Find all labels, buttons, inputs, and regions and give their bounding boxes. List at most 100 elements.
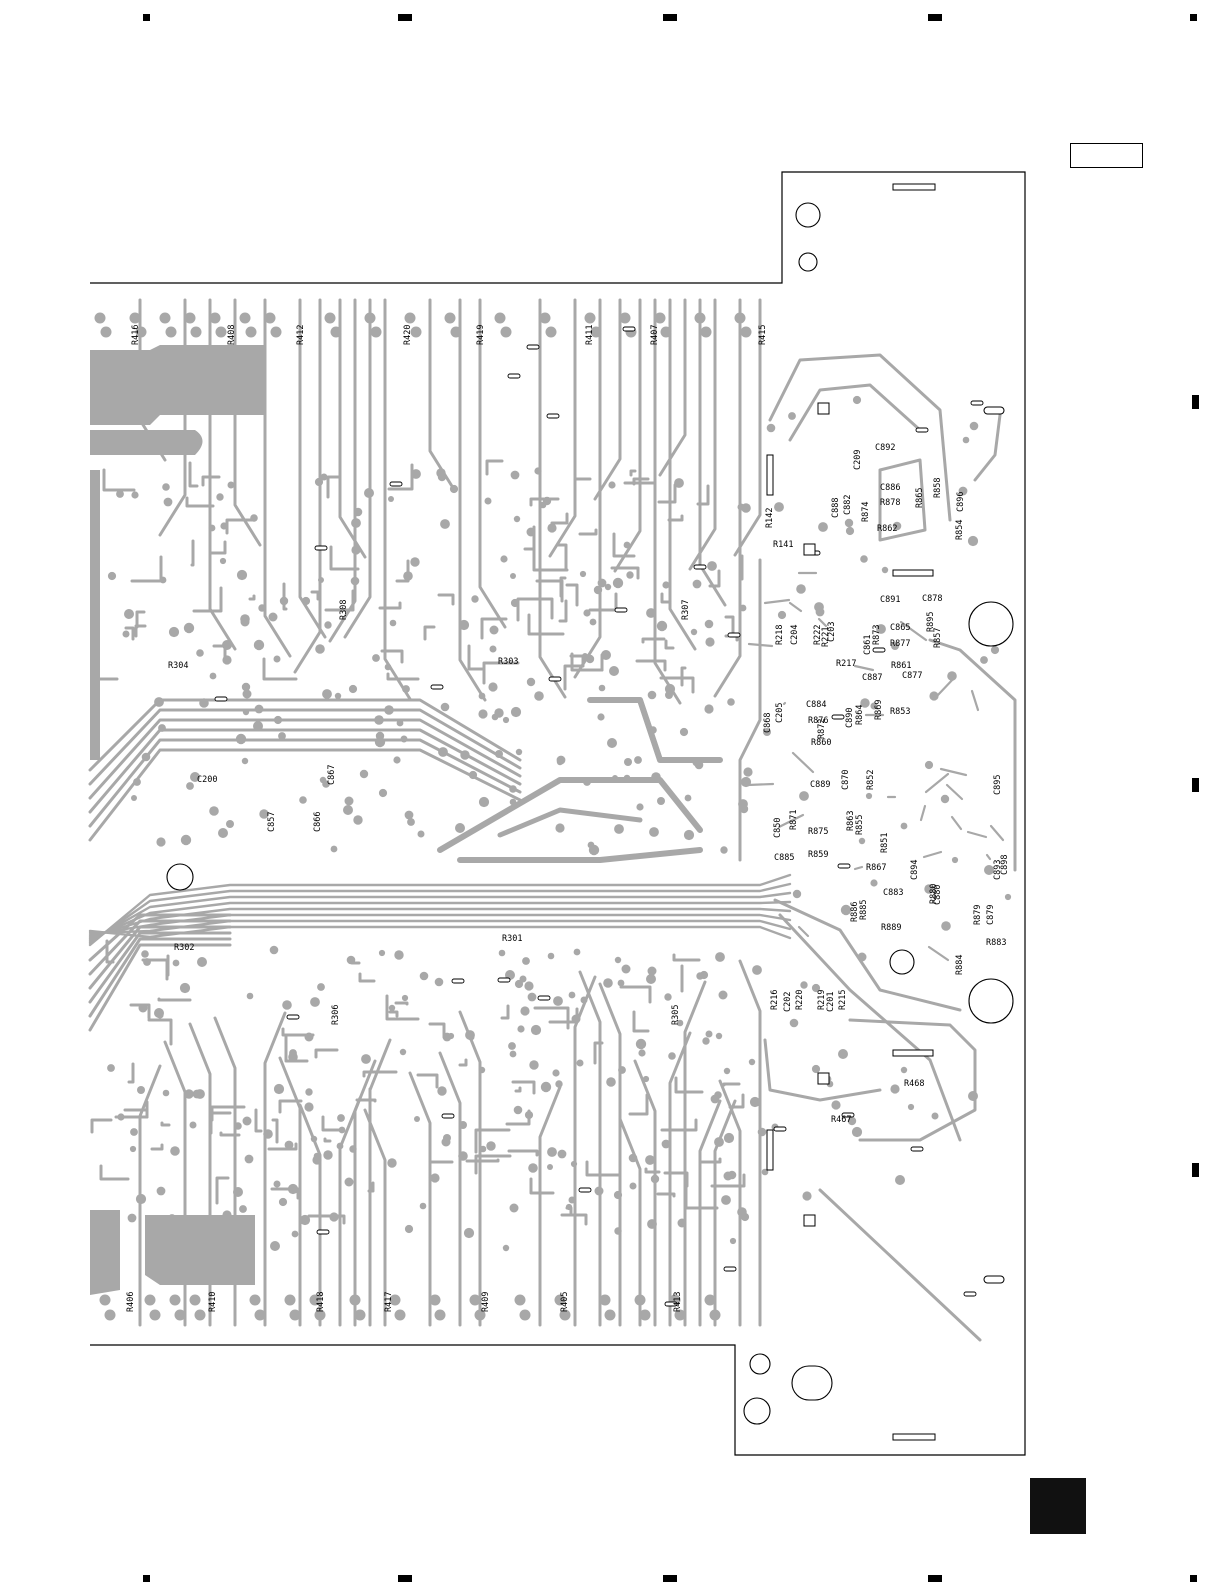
solder-pad [723, 1132, 735, 1144]
trace [127, 1062, 135, 1084]
solder-pad [714, 1137, 724, 1147]
solder-pad [1004, 893, 1012, 901]
solder-pad [845, 526, 855, 536]
solder-pad [463, 1227, 475, 1239]
connector-pad [254, 1309, 266, 1321]
connector-pad [245, 326, 257, 338]
trace [684, 1185, 719, 1210]
solder-pad [900, 1066, 908, 1074]
solder-pad [259, 809, 269, 819]
solder-pad [143, 958, 151, 966]
solder-pad [629, 1182, 637, 1190]
connector-pad [604, 1309, 616, 1321]
solder-pad [679, 727, 689, 737]
trace [970, 689, 980, 712]
solder-pad [488, 682, 498, 692]
component-label: C200 [197, 775, 217, 785]
component-label: C894 [910, 860, 920, 880]
solder-pad [766, 423, 776, 433]
solder-pad [650, 1174, 660, 1184]
solder-pad [344, 796, 354, 806]
component-body [831, 714, 845, 720]
trace [497, 807, 643, 838]
trace [263, 298, 292, 658]
connector-pad [694, 312, 706, 324]
trace [88, 937, 232, 1018]
solder-pad [318, 577, 324, 583]
trace [129, 1003, 151, 1020]
trace [659, 676, 695, 694]
registration-mark [143, 1575, 150, 1582]
registration-mark [398, 14, 412, 21]
registration-mark [928, 14, 942, 21]
solder-pad [509, 1050, 517, 1058]
connector-pad [619, 312, 631, 324]
component-label: C895 [993, 775, 1003, 795]
component-label: C889 [810, 780, 830, 790]
copper-area [90, 430, 203, 455]
solder-pad [189, 1121, 197, 1129]
connector-pad [330, 326, 342, 338]
trace [588, 592, 618, 612]
component-label: C868 [763, 713, 773, 733]
trace [88, 728, 522, 814]
trace [378, 601, 402, 610]
solder-pad [636, 803, 644, 811]
solder-pad [287, 1183, 299, 1195]
component-label: C205 [775, 703, 785, 723]
solder-pad [891, 642, 899, 650]
solder-pad [664, 993, 672, 1001]
trace [660, 592, 672, 604]
solder-pad [517, 1025, 525, 1033]
solder-pad [374, 715, 384, 725]
solder-pad [597, 713, 605, 721]
solder-pad [403, 571, 413, 581]
solder-pad [530, 1024, 542, 1036]
solder-pad [707, 561, 717, 571]
trace [458, 298, 487, 702]
component-label: C878 [922, 594, 942, 604]
solder-pad [117, 1113, 125, 1121]
trace [123, 1108, 149, 1119]
component-label: R303 [498, 657, 518, 667]
solder-pad [638, 1049, 646, 1057]
connector-pad [709, 1309, 721, 1321]
trace [395, 559, 410, 583]
component-label: R305 [671, 1005, 681, 1025]
trace [848, 1018, 977, 1142]
connector-pad [159, 312, 171, 324]
component-body [578, 1187, 592, 1193]
component-body [507, 373, 521, 379]
solder-pad [739, 804, 749, 814]
solder-pad [552, 1069, 560, 1077]
solder-pad [502, 1244, 510, 1252]
trace [578, 970, 602, 1327]
solder-pad [242, 1116, 252, 1126]
solder-pad [656, 620, 668, 632]
trace [698, 1099, 722, 1327]
connector-pad [184, 312, 196, 324]
connector-pad [249, 1294, 261, 1306]
solder-pad [478, 1066, 486, 1074]
solder-pad [618, 1066, 626, 1074]
solder-pad [613, 1190, 623, 1200]
solder-pad [314, 477, 324, 487]
solder-pad [589, 618, 597, 626]
solder-pad [593, 585, 603, 595]
connector-pad [174, 1309, 186, 1321]
connector-pad [700, 326, 712, 338]
solder-pad [649, 726, 657, 734]
solder-pad [222, 1210, 232, 1220]
solder-pad [338, 1126, 346, 1134]
trace [514, 1086, 522, 1093]
trace [124, 626, 135, 641]
trace [985, 853, 992, 861]
trace [768, 353, 952, 522]
solder-pad [739, 604, 747, 612]
solder-pad [351, 545, 361, 555]
trace [722, 1082, 741, 1087]
connector-pad [169, 1294, 181, 1306]
solder-pad [534, 467, 542, 475]
solder-pad [234, 1122, 242, 1130]
trace [710, 1173, 746, 1188]
